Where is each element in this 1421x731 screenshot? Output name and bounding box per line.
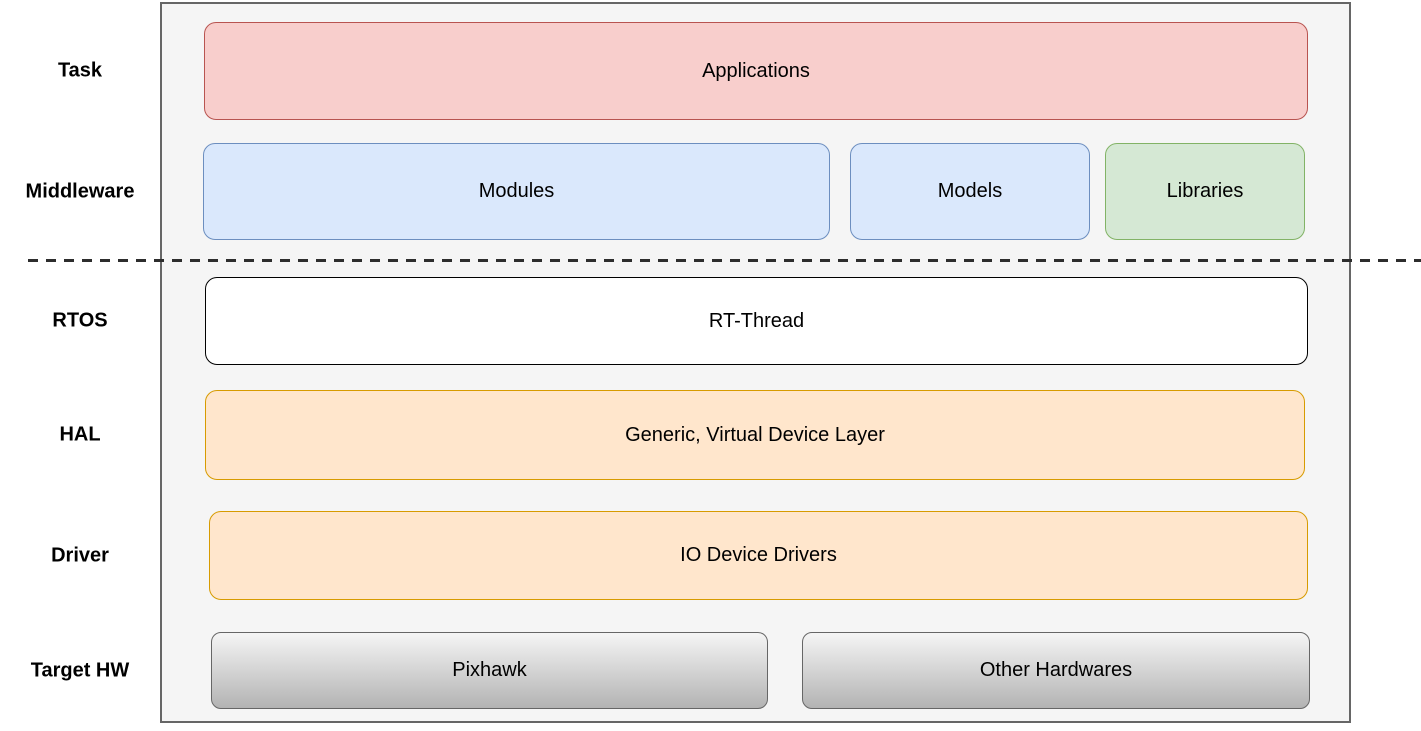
- box-rt-thread: RT-Thread: [205, 277, 1308, 365]
- layer-label-driver: Driver: [51, 544, 109, 567]
- box-other-hardwares: Other Hardwares: [802, 632, 1310, 709]
- layer-label-rtos: RTOS: [52, 309, 108, 332]
- box-generic-virtual-device-layer: Generic, Virtual Device Layer: [205, 390, 1305, 480]
- layer-label-task: Task: [57, 59, 103, 82]
- layer-label-middleware: Middleware: [25, 180, 135, 203]
- layer-separator-line: [28, 259, 1421, 262]
- box-modules: Modules: [203, 143, 830, 240]
- layer-label-hal: HAL: [59, 423, 101, 446]
- box-models: Models: [850, 143, 1090, 240]
- layer-label-target-hw: Target HW: [30, 659, 130, 682]
- box-io-device-drivers: IO Device Drivers: [209, 511, 1308, 600]
- box-pixhawk: Pixhawk: [211, 632, 768, 709]
- box-libraries: Libraries: [1105, 143, 1305, 240]
- box-applications: Applications: [204, 22, 1308, 120]
